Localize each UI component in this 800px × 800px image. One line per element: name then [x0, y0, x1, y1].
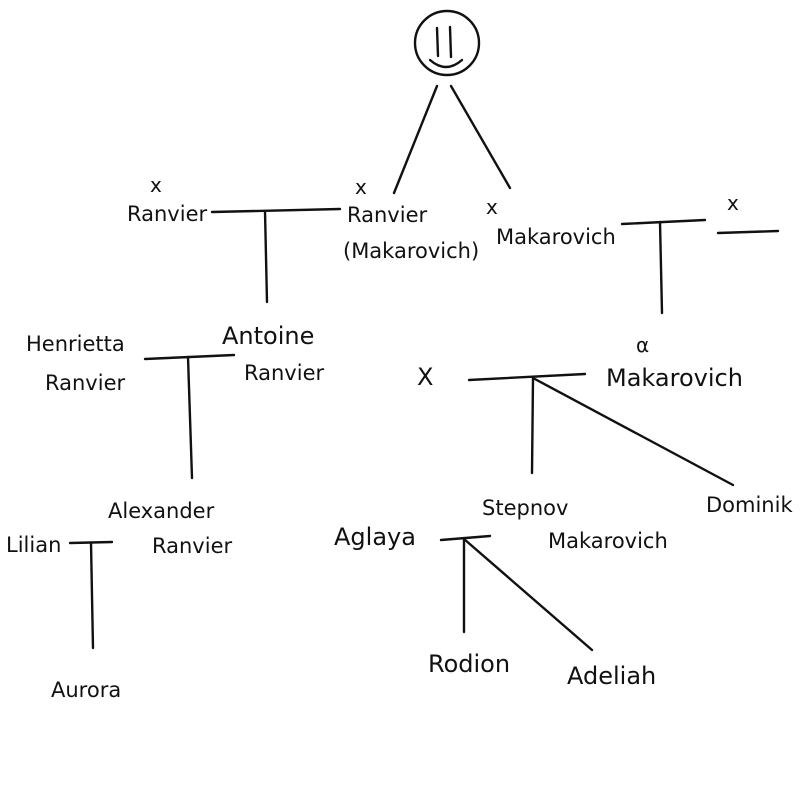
node-label-line2: Makarovich: [548, 529, 668, 553]
deceased-mark: x: [727, 191, 739, 215]
descent-line-alexander: [186, 355, 194, 480]
deceased-mark: x: [486, 195, 498, 219]
node-label-line1: Ranvier: [347, 203, 427, 227]
node-label-line1: Antoine: [222, 322, 314, 350]
node-adeliah: Adeliah: [567, 662, 656, 690]
node-label-line1: Stepnov: [482, 496, 568, 520]
descent-line-dominik: [531, 376, 735, 487]
descent-line-makarovich-mid: [658, 220, 664, 315]
node-spouse-unnamed: x: [727, 191, 739, 215]
node-label-line2: (Makarovich): [343, 239, 479, 263]
node-rodion: Rodion: [428, 650, 510, 678]
node-aurora: Aurora: [51, 678, 121, 702]
node-alexander: Alexander Ranvier: [108, 499, 232, 558]
node-ranvier-top: x Ranvier: [127, 173, 207, 226]
node-label: Ranvier: [127, 202, 207, 226]
node-makarovich-mid: α Makarovich: [606, 333, 743, 392]
node-aglaya: Aglaya: [334, 523, 416, 551]
descent-line-adeliah: [462, 537, 594, 652]
node-label: Dominik: [706, 493, 793, 517]
marriage-line-makarovich-mid: [467, 372, 587, 382]
node-x-left-spouse: X: [417, 363, 433, 391]
spouse-line-unnamed: [716, 229, 780, 235]
node-label: Makarovich: [496, 225, 616, 249]
marriage-line-makarovich: [620, 218, 707, 226]
deceased-mark: x: [150, 173, 162, 197]
node-dominik: Dominik: [706, 493, 793, 517]
node-label: Aurora: [51, 678, 121, 702]
deceased-mark: x: [355, 175, 367, 199]
root-line-right: [449, 84, 512, 190]
descent-line-antoine: [263, 209, 269, 304]
node-antoine: Antoine Ranvier: [222, 322, 324, 385]
node-label-line1: Alexander: [108, 499, 215, 523]
marriage-line-ranvier: [210, 207, 342, 214]
node-henrietta: Henrietta Ranvier: [26, 332, 125, 395]
node-label: Adeliah: [567, 662, 656, 690]
node-ranvier-makarovich: x Ranvier (Makarovich): [343, 175, 479, 263]
node-label-line2: Ranvier: [45, 371, 125, 395]
node-label-line1: Henrietta: [26, 332, 125, 356]
deceased-mark: X: [417, 363, 433, 391]
node-label-line2: Ranvier: [152, 534, 232, 558]
node-lilian: Lilian: [6, 533, 61, 557]
node-label: Aglaya: [334, 523, 416, 551]
alpha-mark: α: [636, 333, 649, 357]
marriage-line-stepnov: [439, 534, 492, 542]
node-makarovich-top: x Makarovich: [486, 195, 616, 249]
node-stepnov: Stepnov Makarovich: [482, 496, 668, 553]
root-smiley-icon: [413, 9, 481, 77]
descent-line-stepnov: [530, 376, 535, 475]
root-line-left: [392, 84, 439, 195]
marriage-line-antoine: [143, 353, 236, 361]
node-label-line2: Ranvier: [244, 361, 324, 385]
node-label: Makarovich: [606, 364, 743, 392]
descent-line-aurora: [89, 541, 95, 650]
node-label: Lilian: [6, 533, 61, 557]
node-label: Rodion: [428, 650, 510, 678]
